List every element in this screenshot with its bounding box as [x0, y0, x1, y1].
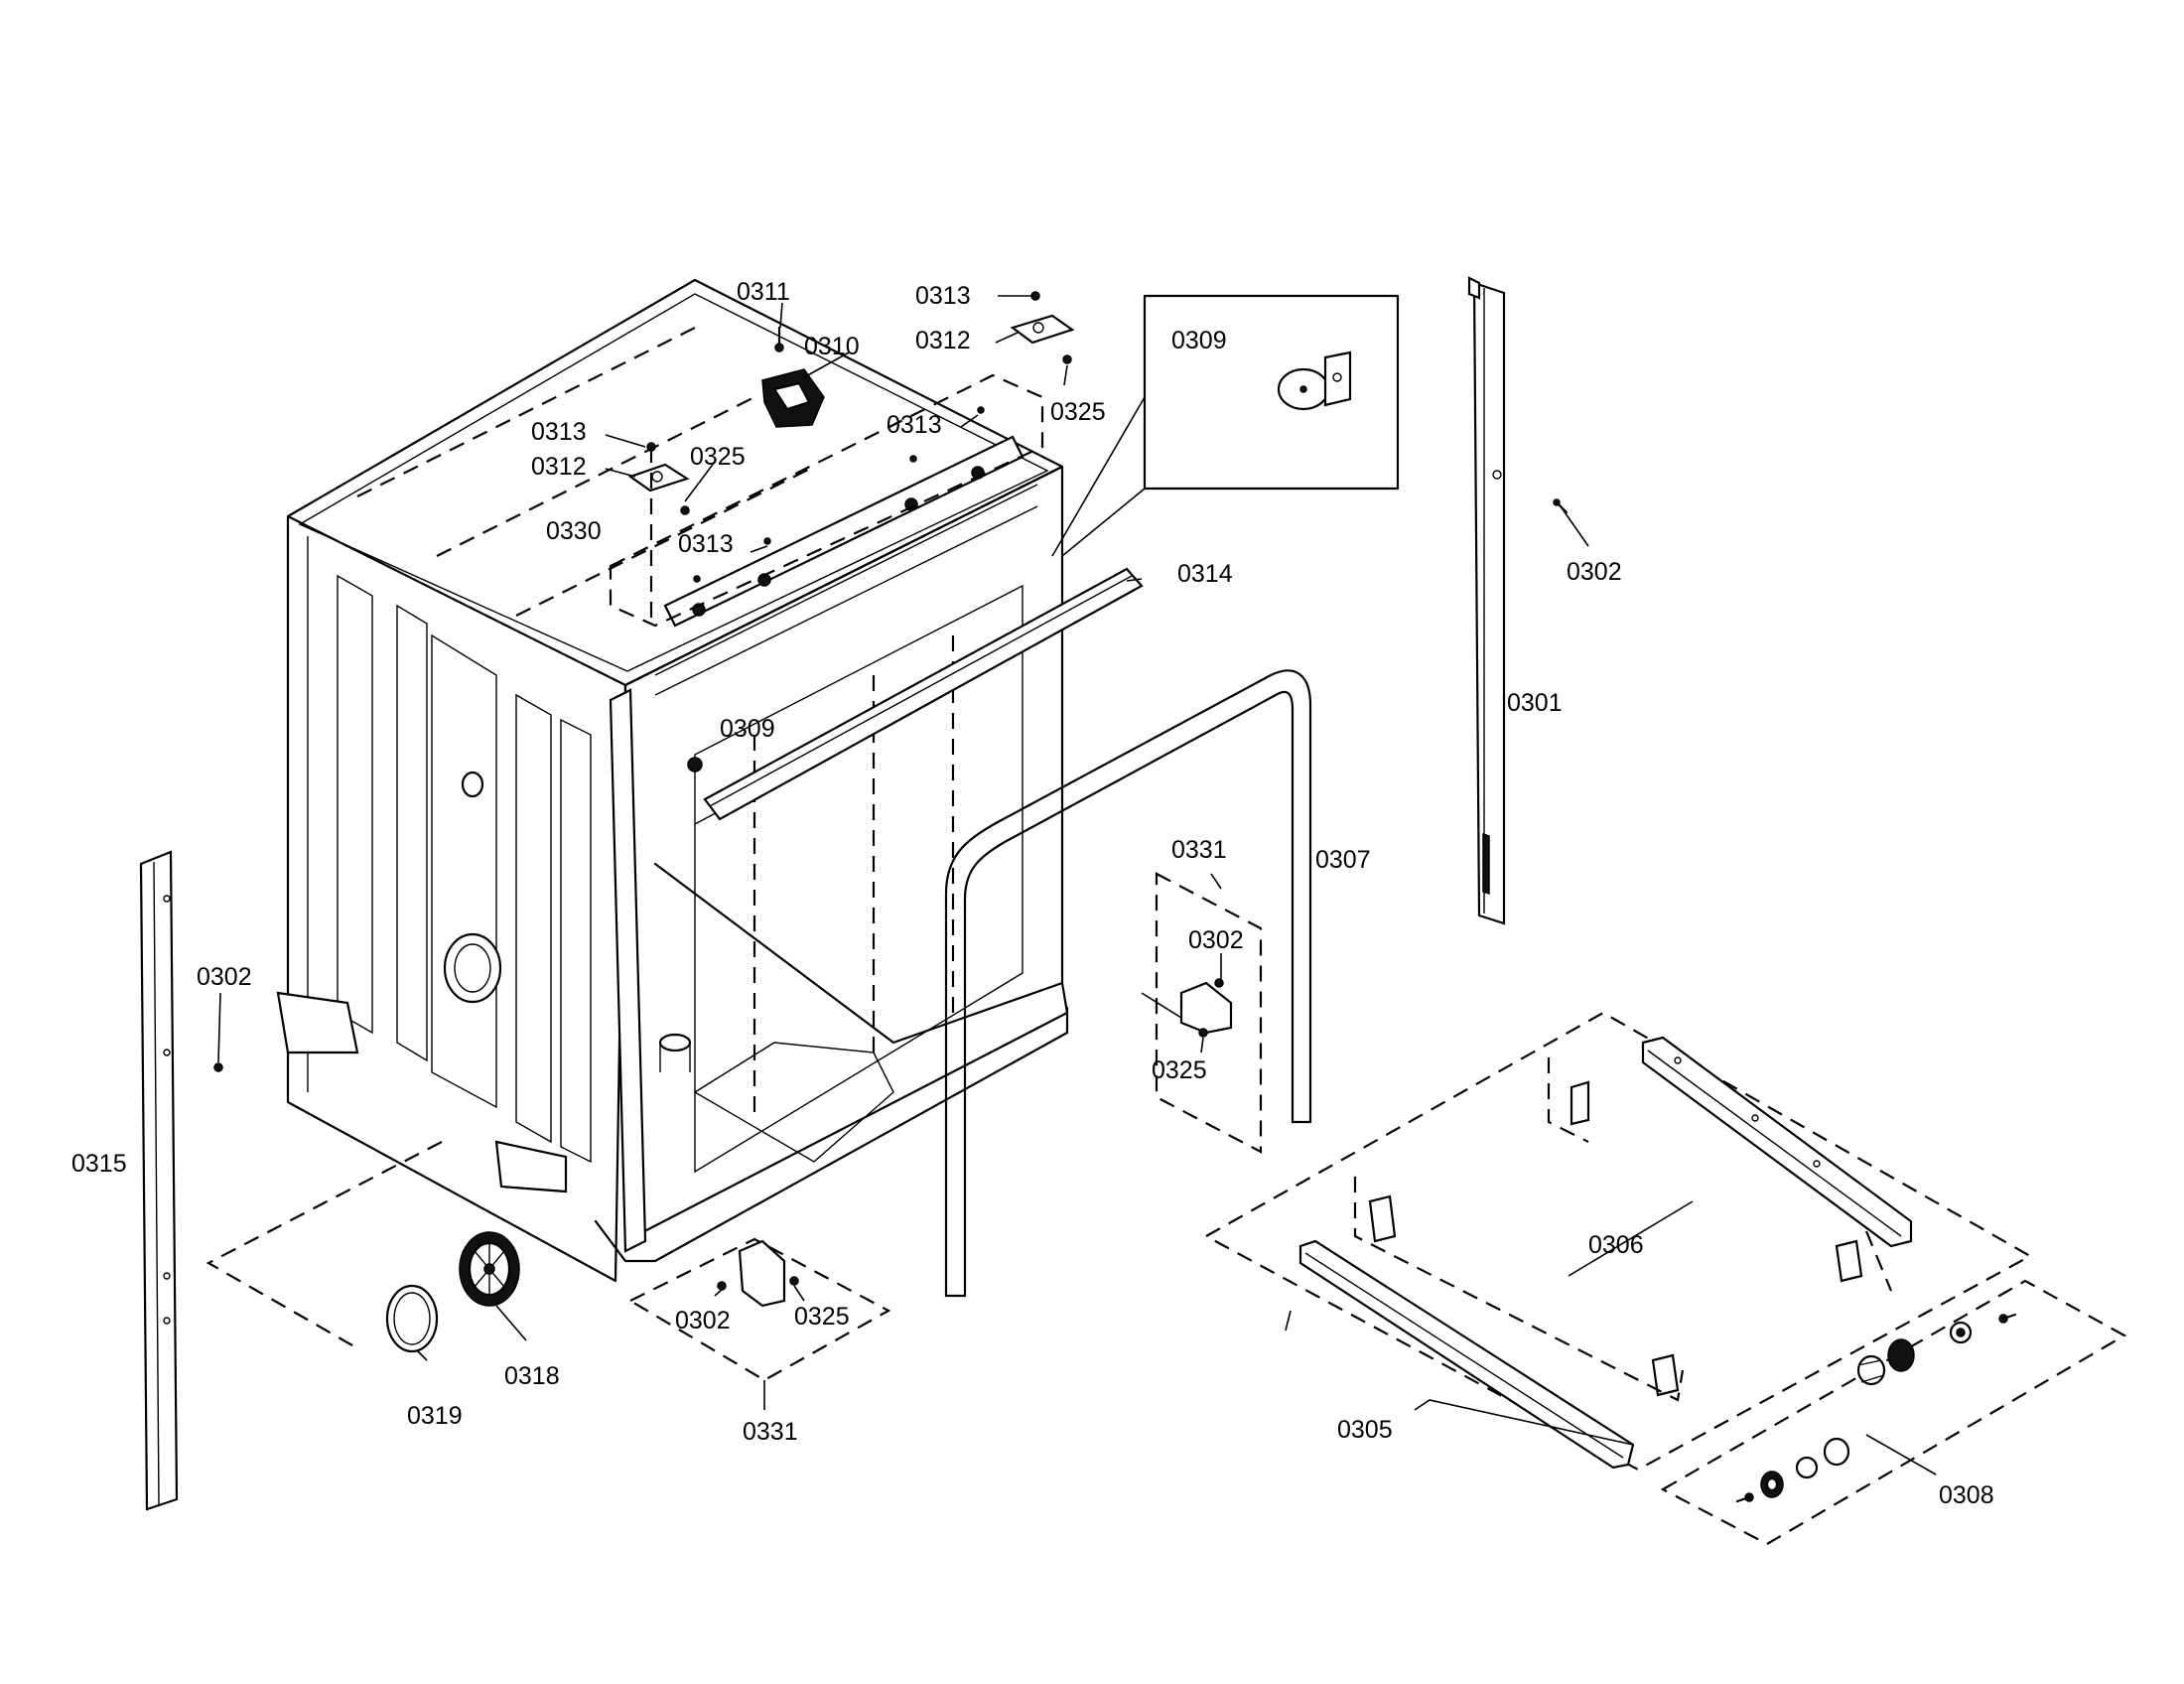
label-0313-top-right: 0313 — [915, 282, 971, 310]
tub-assembly — [276, 278, 1069, 1283]
label-0313-left: 0313 — [531, 418, 587, 446]
wheels — [205, 1141, 520, 1353]
label-0325-bottom: 0325 — [794, 1303, 850, 1331]
label-0319: 0319 — [407, 1402, 463, 1430]
leader-lines — [217, 295, 1937, 1475]
label-0325-left: 0325 — [690, 443, 746, 471]
label-0302-left: 0302 — [197, 963, 252, 991]
label-0302-bottom: 0302 — [675, 1307, 731, 1334]
label-0301: 0301 — [1507, 689, 1563, 717]
label-0325-top-right: 0325 — [1050, 398, 1106, 426]
label-0330: 0330 — [546, 517, 602, 545]
side-strip-0301 — [1467, 276, 1569, 925]
bracket-group-0331-right — [1141, 872, 1263, 1154]
label-0311: 0311 — [737, 278, 790, 306]
label-0306: 0306 — [1588, 1231, 1644, 1259]
label-0313-lower: 0313 — [678, 530, 734, 558]
label-0309-inset: 0309 — [1171, 327, 1227, 354]
label-0308: 0308 — [1939, 1481, 1994, 1509]
label-0305: 0305 — [1337, 1416, 1393, 1444]
label-0331-bottom: 0331 — [743, 1418, 798, 1446]
label-0302-mid: 0302 — [1188, 926, 1244, 954]
detail-inset-0309 — [687, 294, 1400, 772]
part-labels: 0311 0310 0313 0312 0325 0313 0312 0325 … — [71, 278, 1994, 1509]
bracket-group-0331-bottom — [627, 1237, 891, 1382]
label-0313-center: 0313 — [887, 411, 942, 439]
roller-assembly-0308 — [1660, 1279, 2127, 1546]
label-0315: 0315 — [71, 1150, 127, 1178]
label-0331-right: 0331 — [1171, 836, 1227, 864]
label-0312-left: 0312 — [531, 453, 587, 481]
label-0310: 0310 — [804, 333, 860, 360]
label-0309-tub: 0309 — [720, 715, 775, 743]
label-0318: 0318 — [504, 1362, 560, 1390]
side-strip-0315 — [139, 850, 223, 1511]
base-rail-assembly — [1203, 1011, 2033, 1472]
label-0325-mid: 0325 — [1152, 1056, 1207, 1084]
gasket-0307 — [944, 669, 1312, 1298]
top-brackets — [609, 291, 1075, 628]
label-0307: 0307 — [1315, 846, 1371, 874]
rail-0314 — [703, 567, 1144, 821]
label-0314: 0314 — [1177, 560, 1233, 588]
label-0312-top-right: 0312 — [915, 327, 971, 354]
label-0302-right: 0302 — [1567, 558, 1622, 586]
